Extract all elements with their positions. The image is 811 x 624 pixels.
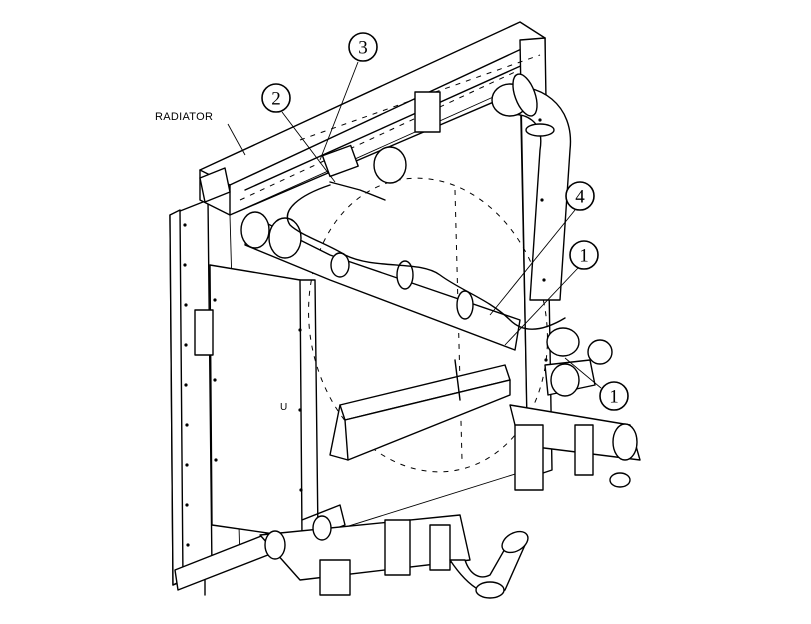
callout-1-lower: 1 [564,357,629,411]
bottom-hoses [259,514,529,599]
callout-2: 2 [261,83,336,183]
callout-1-upper-number: 1 [579,246,589,267]
bolt-dots [183,118,548,547]
callout-3-number: 3 [358,38,368,59]
upper-left-hose [240,211,521,351]
top-fittings [321,91,441,184]
upper-right-hose [491,73,572,301]
side-access-panel: U [194,264,319,539]
callout-2-number: 2 [271,89,281,110]
callout-1-upper: 1 [504,240,599,346]
callout-1-lower-number: 1 [609,387,619,408]
panel-mark: U [280,402,287,413]
radiator-label-text: RADIATOR [155,111,213,123]
lower-right-pipes [509,404,641,491]
callout-4-number: 4 [575,187,585,208]
radiator-label: RADIATOR [155,111,246,156]
right-clamps [544,327,613,397]
tube-routing [286,181,566,330]
callout-3: 3 [319,32,378,161]
aftercooler-bracket [329,359,511,461]
callout-4: 4 [489,181,595,316]
